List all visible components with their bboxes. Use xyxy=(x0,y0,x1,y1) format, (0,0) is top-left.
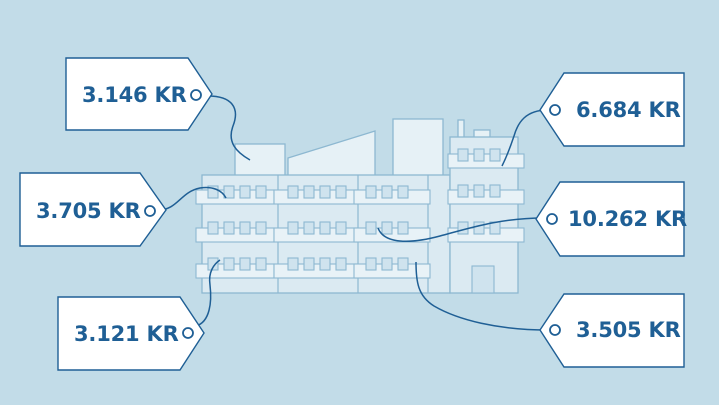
price-tag-middle-right: 10.262 KR xyxy=(535,181,687,257)
price-label: 3.505 KR xyxy=(576,318,681,342)
slanted-roof-block xyxy=(287,130,376,179)
apartment-building-illustration xyxy=(195,118,525,294)
string-bottom-right xyxy=(415,261,549,331)
tower-block xyxy=(392,118,444,182)
string-top-right xyxy=(501,109,549,167)
string-middle-right xyxy=(377,217,545,242)
price-label: 10.262 KR xyxy=(568,207,687,231)
price-label: 3.705 KR xyxy=(36,199,141,223)
price-tag-top-right: 6.684 KR xyxy=(539,72,685,147)
string-middle-left xyxy=(157,186,227,211)
tag-hole-icon xyxy=(144,205,156,217)
rooftop-block xyxy=(234,143,286,179)
tag-strings xyxy=(157,95,549,331)
price-tag-middle-left: 3.705 KR xyxy=(19,172,167,247)
price-tag-bottom-right: 3.505 KR xyxy=(539,293,685,368)
tag-hole-icon xyxy=(549,104,561,116)
tag-hole-icon xyxy=(182,327,194,339)
string-bottom-left xyxy=(195,259,221,327)
entrance-door xyxy=(471,265,495,294)
price-tag-top-left: 3.146 KR xyxy=(65,57,213,131)
tag-hole-icon xyxy=(546,213,558,225)
price-tag-bottom-left: 3.121 KR xyxy=(57,296,205,371)
tag-hole-icon xyxy=(190,89,202,101)
price-label: 3.121 KR xyxy=(74,322,179,346)
windows xyxy=(207,148,501,271)
tag-hole-icon xyxy=(549,324,561,336)
price-label: 3.146 KR xyxy=(82,83,187,107)
string-top-left xyxy=(207,95,251,161)
price-label: 6.684 KR xyxy=(576,98,681,122)
